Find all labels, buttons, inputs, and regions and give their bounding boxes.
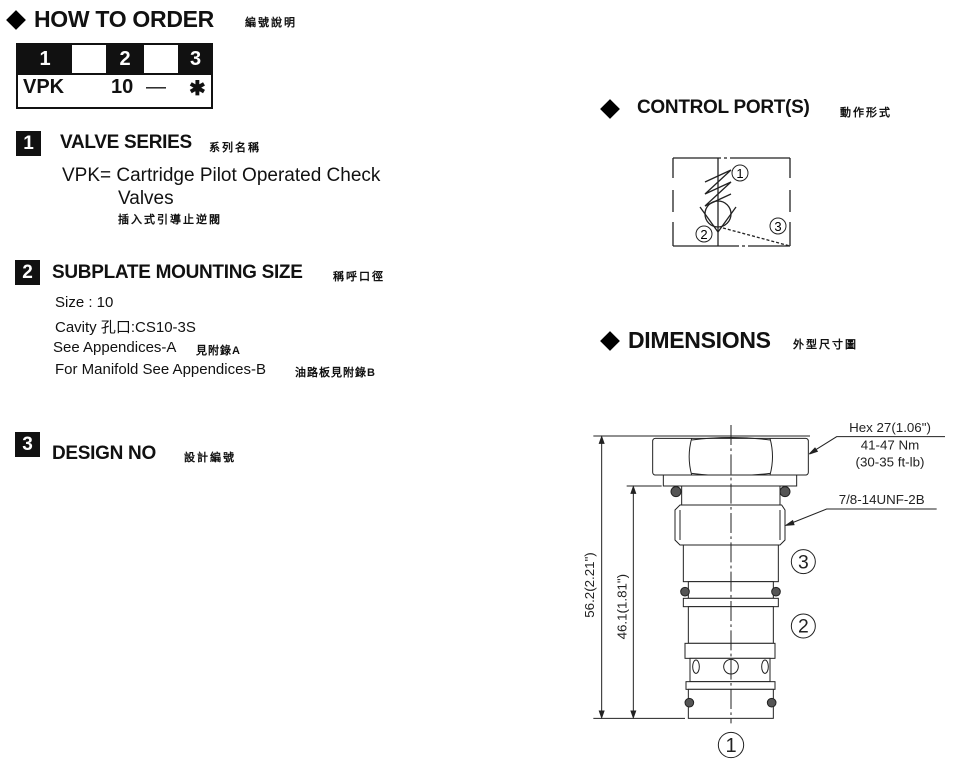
section-2-title: SUBPLATE MOUNTING SIZE [52,262,303,283]
overall-length-label: 56.2(2.21") [582,552,597,618]
order-code-table: 1 2 3 VPK 10 — ✱ [16,43,213,109]
port-1-label: 1 [725,735,736,757]
section-2-badge: 2 [15,260,40,285]
diamond-bullet-icon [6,10,26,30]
dimensions-title-zh: 外型尺寸圖 [793,339,858,351]
section-3-title-zh: 設計編號 [184,452,236,464]
valve-series-desc-zh: 插入式引導止逆閥 [118,214,222,226]
order-header-3: 3 [178,45,213,73]
cavity-line: Cavity 孔口:CS10-3S [55,319,196,336]
section-3-title: DESIGN NO [52,443,156,464]
control-ports-title-zh: 動作形式 [840,107,892,119]
appendix-a-line: See Appendices-A [53,339,177,356]
order-value-series: VPK [23,76,65,98]
valve-series-desc-cont: Valves [118,188,174,209]
section-1-title: VALVE SERIES [60,132,192,153]
port-3-label: 3 [798,552,809,573]
hex-size-label: Hex 27(1.06") [849,420,931,435]
dimensions-title: DIMENSIONS [628,327,771,353]
order-header-1: 1 [18,45,72,73]
torque-ftlb-label: (30-35 ft-lb) [856,455,925,470]
control-ports-title: CONTROL PORT(S) [637,97,810,118]
cartridge-dimension-drawing: Hex 27(1.06") 41-47 Nm (30-35 ft-lb) 7/8… [582,420,945,759]
svg-text:1: 1 [736,166,743,181]
order-value-design: ✱ [189,78,206,100]
manifold-zh: 油路板見附錄B [295,367,376,379]
section-1-title-zh: 系列名稱 [209,142,261,154]
thread-label: 7/8-14UNF-2B [839,492,925,507]
hydraulic-symbol: 1 2 3 [672,157,791,247]
port-1-label: 1 [731,164,749,182]
port-2-label: 2 [798,617,809,638]
torque-nm-label: 41-47 Nm [861,437,920,452]
section-2-title-zh: 稱呼口徑 [333,271,385,283]
how-to-order-title: HOW TO ORDER [34,6,214,32]
valve-series-desc: VPK= Cartridge Pilot Operated Check [62,165,381,186]
port-2-label: 2 [695,225,713,243]
order-value-dash: — [146,76,166,98]
appendix-a-zh: 見附錄A [196,345,241,357]
svg-text:2: 2 [700,227,707,242]
diamond-bullet-icon [600,331,620,351]
insert-length-label: 46.1(1.81") [615,574,630,640]
section-3-badge: 3 [15,432,40,457]
manifold-line: For Manifold See Appendices-B [55,361,266,378]
svg-text:3: 3 [774,219,781,234]
size-line: Size : 10 [55,294,114,311]
how-to-order-title-zh: 編號說明 [245,17,297,29]
order-header-2: 2 [106,45,144,73]
diamond-bullet-icon [600,99,620,119]
section-1-badge: 1 [16,131,41,156]
port-3-label: 3 [769,217,787,235]
order-value-size: 10 [111,76,134,98]
